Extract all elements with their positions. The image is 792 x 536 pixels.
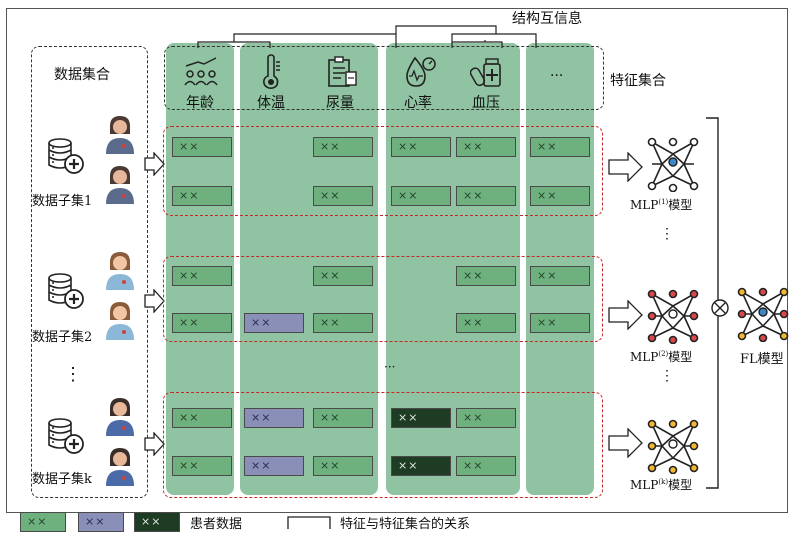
fl-neural-network-icon	[737, 287, 789, 342]
patient-data-cell: ××	[172, 266, 232, 286]
database-add-icon	[48, 273, 84, 309]
legend-patient-data: 患者数据	[190, 517, 243, 532]
patient-data-cell: ××	[456, 456, 516, 476]
patient-icon	[106, 116, 134, 154]
legend-relation: 特征与特征集合的关系	[340, 517, 471, 532]
patient-icon	[106, 166, 134, 204]
subset-1-row-box	[163, 126, 603, 216]
thermometer-icon	[263, 54, 280, 89]
dataset-collection-label: 数据集合	[54, 67, 110, 83]
arrow-right-icon	[144, 289, 165, 313]
patient-data-cell: ××	[456, 186, 516, 206]
neural-network-icon	[647, 289, 699, 344]
vertical-ellipsis: ⋮	[64, 364, 82, 385]
model-1-label: MLP(1)模型	[630, 198, 693, 212]
middle-ellipsis: ···	[384, 360, 396, 374]
patient-data-cell: ××	[172, 186, 232, 206]
arrow-right-icon	[608, 300, 643, 330]
subset-k-label: 数据子集k	[32, 472, 92, 487]
age-icon	[184, 57, 218, 86]
patient-icon	[106, 302, 134, 340]
patient-data-cell: ××	[172, 456, 232, 476]
database-add-icon	[48, 138, 84, 174]
model-ellipsis-2: ⋮	[660, 368, 674, 384]
feature-age: 年龄	[186, 95, 214, 111]
patient-data-cell: ××	[313, 313, 373, 333]
legend-purple-swatch: ××	[78, 512, 124, 532]
feature-more: ···	[550, 68, 564, 84]
arrow-right-icon	[608, 152, 643, 182]
patient-data-cell: ××	[244, 456, 304, 476]
patient-icon	[106, 252, 134, 290]
legend-bracket-icon	[287, 516, 331, 529]
patient-data-cell: ××	[530, 266, 590, 286]
dataset-collection-box	[31, 46, 148, 498]
heart-rate-icon	[406, 56, 436, 87]
database-add-icon	[48, 418, 84, 454]
legend-green-swatch: ××	[20, 512, 66, 532]
patient-data-cell: ××	[530, 313, 590, 333]
patient-data-cell: ××	[456, 408, 516, 428]
patient-data-cell: ××	[456, 313, 516, 333]
feature-blood-pressure: 血压	[472, 95, 500, 111]
aggregate-icon	[711, 299, 729, 317]
feature-urine: 尿量	[326, 95, 354, 111]
subset-2-label: 数据子集2	[32, 330, 93, 345]
model-ellipsis-1: ⋮	[660, 226, 674, 242]
blood-pressure-icon	[470, 58, 501, 87]
feature-temperature: 体温	[257, 95, 285, 111]
patient-data-cell: ××	[313, 456, 373, 476]
figure-frame	[6, 8, 788, 513]
fl-model-label: FL模型	[740, 352, 784, 367]
neural-network-icon	[647, 419, 699, 474]
structure-mutual-info-title: 结构互信息	[512, 11, 582, 27]
model-2-label: MLP(2)模型	[630, 350, 693, 364]
patient-data-cell: ××	[313, 137, 373, 157]
arrow-right-icon	[144, 152, 165, 176]
patient-data-cell: ××	[313, 186, 373, 206]
subset-2-row-box	[163, 256, 603, 342]
patient-data-cell: ××	[456, 137, 516, 157]
patient-icon	[106, 398, 134, 436]
patient-data-cell: ××	[172, 408, 232, 428]
arrow-right-icon	[144, 432, 165, 456]
feature-set-label: 特征集合	[610, 73, 666, 89]
feature-heart-rate: 心率	[404, 95, 432, 111]
subset-1-label: 数据子集1	[32, 194, 93, 209]
patient-data-cell: ××	[391, 137, 451, 157]
urine-chart-icon	[328, 56, 357, 87]
patient-data-cell: ××	[313, 266, 373, 286]
patient-data-cell: ××	[391, 456, 451, 476]
legend-dark-swatch: ××	[134, 512, 180, 532]
patient-data-cell: ××	[244, 313, 304, 333]
patient-data-cell: ××	[456, 266, 516, 286]
patient-data-cell: ××	[391, 186, 451, 206]
neural-network-icon	[647, 137, 699, 192]
patient-data-cell: ××	[530, 186, 590, 206]
patient-data-cell: ××	[172, 313, 232, 333]
patient-icon	[106, 448, 134, 486]
patient-data-cell: ××	[313, 408, 373, 428]
subset-k-row-box	[163, 392, 603, 498]
patient-data-cell: ××	[391, 408, 451, 428]
patient-data-cell: ××	[172, 137, 232, 157]
model-k-label: MLP(k)模型	[630, 478, 693, 492]
arrow-right-icon	[608, 428, 643, 458]
patient-data-cell: ××	[244, 408, 304, 428]
feature-set-box	[164, 46, 604, 110]
patient-data-cell: ××	[530, 137, 590, 157]
